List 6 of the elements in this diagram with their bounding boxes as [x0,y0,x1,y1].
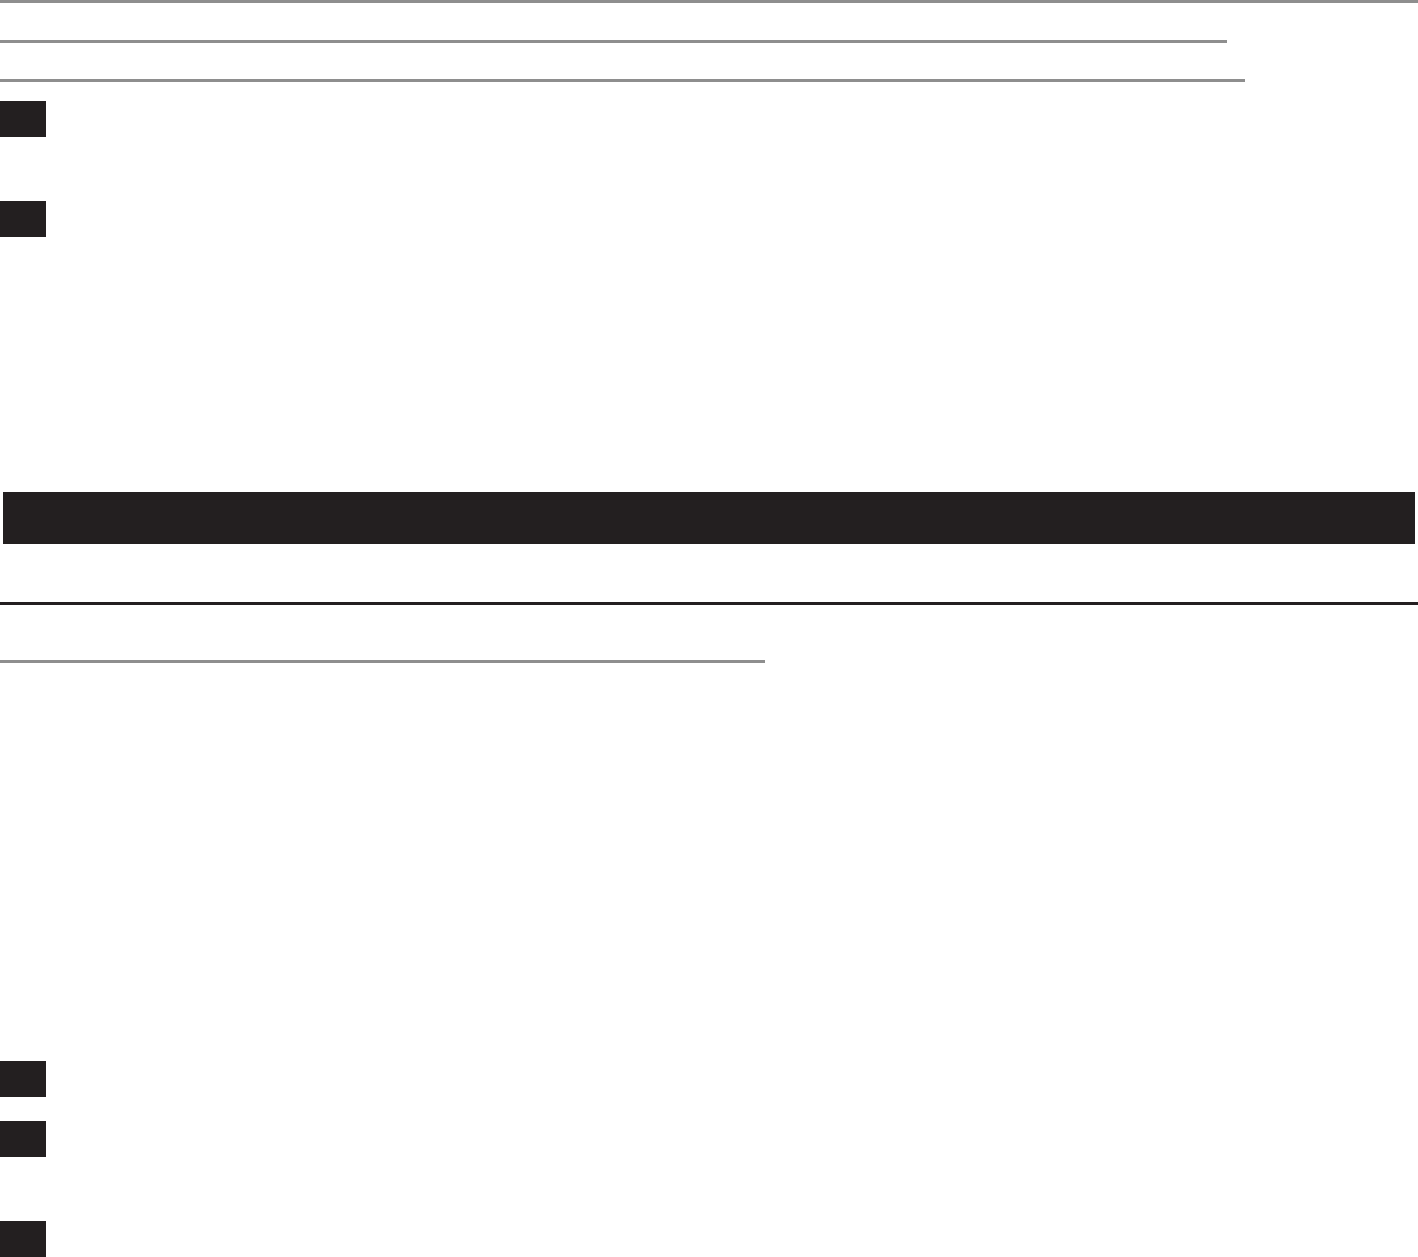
square-marker [0,1121,46,1157]
square-marker [0,101,46,137]
square-marker [0,1221,46,1257]
square-marker [0,201,46,237]
header-bar [3,492,1415,544]
square-marker [0,1061,46,1097]
